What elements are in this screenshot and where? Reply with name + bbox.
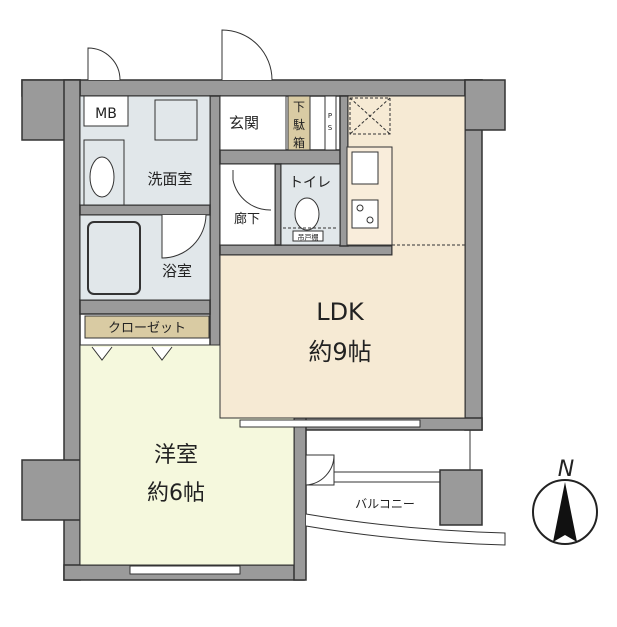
- bath-door-swing-icon: [161, 214, 207, 259]
- closet-door-icon: [91, 346, 173, 361]
- shoe-box-label-1: 下: [293, 100, 305, 114]
- hanging-cabinet: [292, 230, 324, 242]
- entrance-label: 玄関: [229, 114, 259, 132]
- closet-bar: [84, 315, 210, 339]
- closet-label: クローゼット: [108, 321, 186, 336]
- walls: [21, 79, 506, 581]
- bathroom-label: 浴室: [162, 262, 192, 280]
- hallway-label: 廊下: [234, 211, 260, 227]
- ldk-label: LDK: [316, 298, 365, 326]
- shoe-box-label-2: 駄: [293, 117, 305, 132]
- ps-label-s: S: [328, 124, 333, 132]
- washroom-label: 洗面室: [147, 170, 192, 188]
- ps-door-icon: [87, 47, 121, 81]
- western-room-size: 約6帖: [147, 481, 205, 506]
- hallway-door-icon: [232, 170, 272, 211]
- ldk-area: [219, 95, 466, 419]
- mb-box: [83, 95, 129, 127]
- burner-icon: [356, 204, 364, 212]
- pipe-space: [324, 95, 337, 151]
- balcony: [305, 430, 506, 580]
- balcony-label: バルコニー: [355, 497, 415, 511]
- kitchen-sink-icon: [351, 151, 379, 185]
- washing-machine-pan: [154, 99, 198, 141]
- shoe-box-label-3: 箱: [293, 135, 305, 150]
- sink-counter: [83, 139, 125, 206]
- toilet-label: トイレ: [289, 175, 331, 191]
- western-window: [129, 565, 241, 575]
- compass-icon: [532, 479, 598, 545]
- ldk-size: 約9帖: [308, 338, 371, 366]
- fridge-space: [349, 97, 391, 135]
- ps-label-p: P: [328, 112, 332, 120]
- hanging-cabinet-label: 吊戸棚: [298, 233, 319, 242]
- burner-icon: [366, 216, 374, 224]
- hallway-area: [219, 163, 276, 246]
- entrance-area: [219, 95, 287, 151]
- entrance-door-icon: [221, 29, 273, 81]
- western-room-label: 洋室: [154, 443, 198, 468]
- toilet-icon: [294, 197, 320, 231]
- fridge-x-icon: [349, 97, 391, 135]
- sink-icon: [89, 156, 115, 198]
- bathtub-icon: [87, 221, 141, 295]
- shoe-box: [287, 95, 311, 151]
- mb-label: MB: [95, 106, 117, 122]
- compass-north-label: N: [558, 457, 574, 482]
- ldk-window: [239, 419, 421, 428]
- stove-icon: [351, 199, 379, 229]
